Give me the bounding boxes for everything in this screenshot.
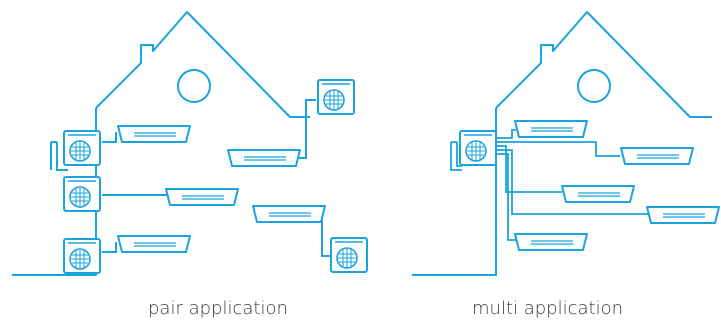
outdoor-unit-icon	[317, 79, 355, 115]
house-roof	[95, 11, 310, 118]
indoor-unit-icon	[514, 120, 588, 138]
outdoor-unit-icon	[63, 130, 101, 166]
indoor-unit-icon	[117, 125, 191, 143]
indoor-unit-icon	[646, 206, 720, 224]
indoor-unit-icon	[117, 235, 191, 253]
outdoor-unit-icon	[63, 176, 101, 212]
indoor-unit-icon	[252, 205, 326, 223]
indoor-unit-icon	[620, 147, 694, 165]
multi-application-caption: multi application	[472, 298, 624, 319]
indoor-unit-icon	[227, 149, 301, 167]
outdoor-unit-icon	[63, 238, 101, 274]
pair-application-caption: pair application	[148, 298, 288, 319]
multi-piping	[450, 129, 648, 241]
indoor-unit-icon	[165, 188, 239, 206]
house-roof	[495, 11, 712, 118]
pair-piping	[50, 99, 330, 257]
attic-window	[177, 69, 211, 103]
outdoor-unit-icon	[330, 237, 368, 273]
indoor-unit-icon	[561, 185, 635, 203]
indoor-unit-icon	[514, 233, 588, 251]
attic-window	[577, 69, 611, 103]
outdoor-unit-icon	[459, 130, 497, 166]
